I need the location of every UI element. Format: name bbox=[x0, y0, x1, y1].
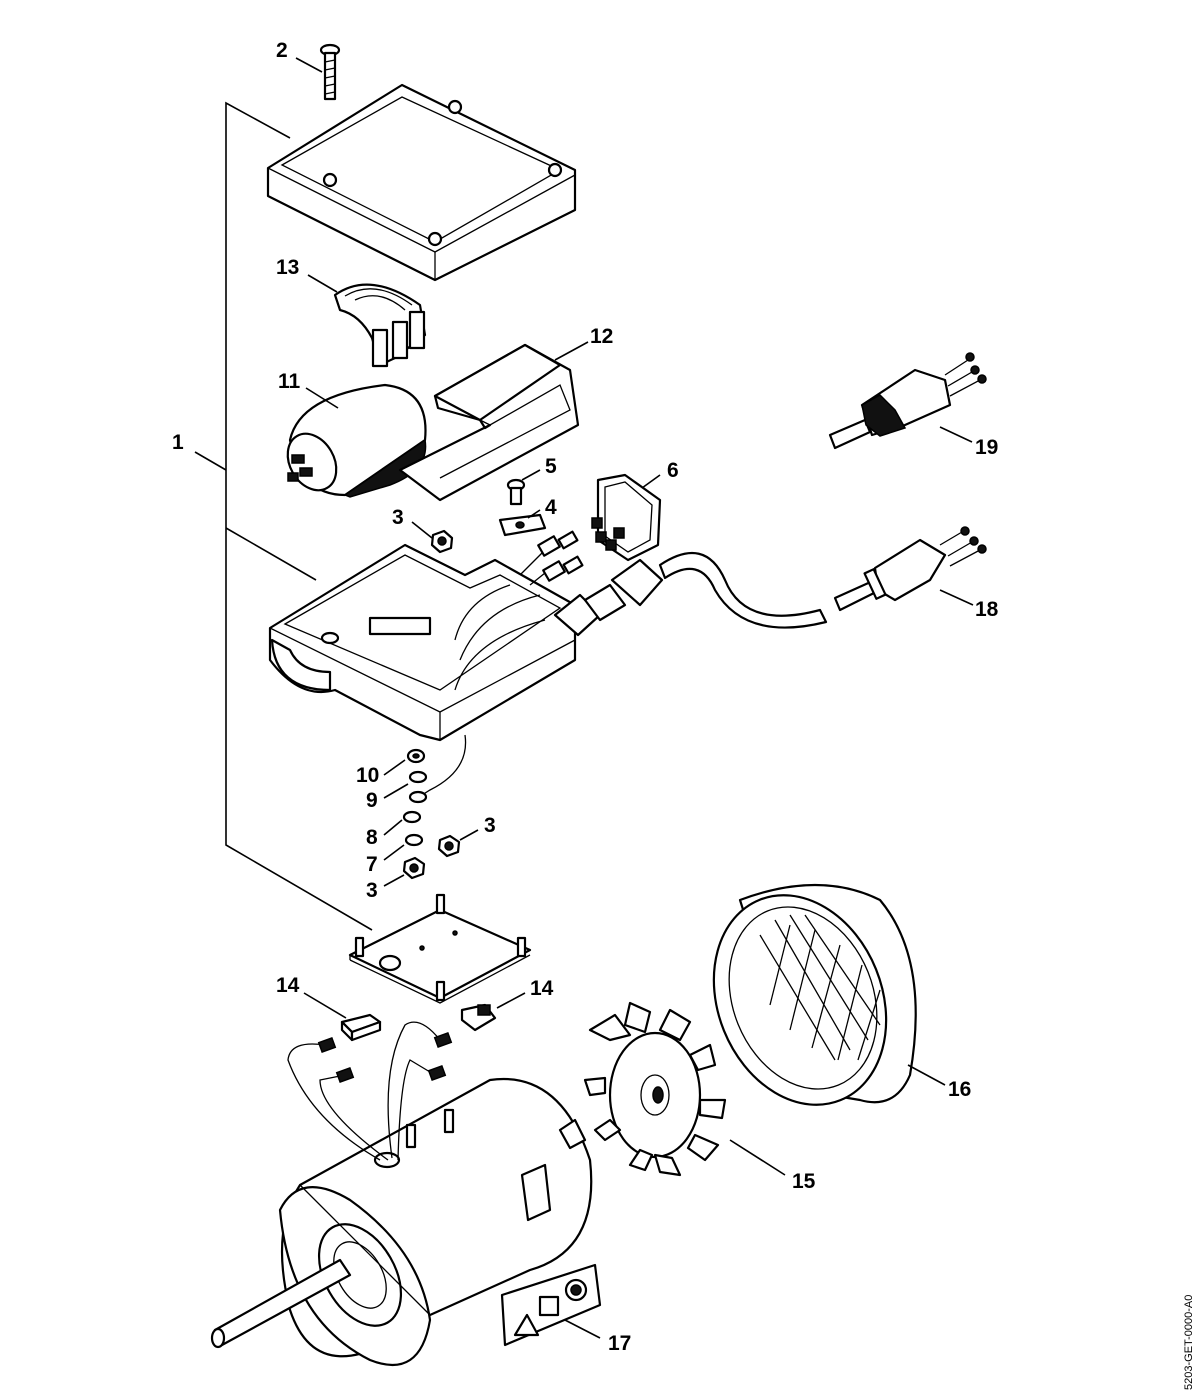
callout-19: 19 bbox=[975, 436, 998, 459]
part-ring-terminal bbox=[408, 790, 428, 804]
callout-3-top: 3 bbox=[392, 506, 404, 529]
motor-leads bbox=[287, 1021, 453, 1161]
callout-2: 2 bbox=[276, 39, 288, 62]
part-washer-7 bbox=[404, 833, 424, 847]
callout-13: 13 bbox=[276, 256, 299, 279]
callout-8: 8 bbox=[366, 826, 378, 849]
part-clamp-4 bbox=[498, 513, 547, 537]
part-connector-14-right bbox=[460, 1003, 497, 1032]
part-washer-8 bbox=[402, 810, 422, 824]
leader-lines bbox=[194, 57, 974, 1339]
part-power-cord-18 bbox=[658, 526, 987, 629]
callout-4: 4 bbox=[545, 496, 557, 519]
part-screw-2 bbox=[319, 43, 341, 101]
part-nut-10 bbox=[406, 748, 426, 764]
part-cover-lid bbox=[266, 83, 577, 282]
callout-5: 5 bbox=[545, 455, 557, 478]
callout-6: 6 bbox=[667, 459, 679, 482]
part-nut-3-top bbox=[430, 529, 454, 554]
callout-14-left: 14 bbox=[276, 974, 300, 997]
part-screw-5 bbox=[506, 478, 526, 506]
callout-9: 9 bbox=[366, 789, 378, 812]
part-clamp-13 bbox=[333, 283, 427, 368]
fan-cover-grille bbox=[759, 914, 881, 1061]
part-sleeve-12 bbox=[398, 343, 580, 502]
part-nut-3-right bbox=[437, 834, 461, 858]
part-fan-cover-16 bbox=[712, 883, 917, 1106]
callout-7: 7 bbox=[366, 853, 378, 876]
callout-17: 17 bbox=[608, 1332, 631, 1355]
callout-12: 12 bbox=[590, 325, 613, 348]
part-nut-3-bottom bbox=[402, 856, 426, 880]
assembly-bracket bbox=[225, 101, 373, 931]
part-capacitor-11 bbox=[286, 383, 427, 498]
part-washer-9 bbox=[408, 770, 428, 784]
drawing-code: 5203-GET-0000-A0 bbox=[1183, 1295, 1195, 1390]
callout-14-right: 14 bbox=[530, 977, 554, 1000]
callout-10: 10 bbox=[356, 764, 379, 787]
callout-1: 1 bbox=[172, 431, 184, 454]
part-housing-1 bbox=[268, 530, 664, 796]
callout-3-bottom: 3 bbox=[366, 879, 378, 902]
callout-3-right: 3 bbox=[484, 814, 496, 837]
part-connector-14-left bbox=[340, 1013, 382, 1042]
part-plug-19 bbox=[828, 352, 987, 450]
callouts: 2 13 12 11 1 19 5 6 4 3 18 10 9 3 8 7 3 … bbox=[172, 39, 999, 1355]
part-fan-15 bbox=[583, 1001, 727, 1177]
part-switch-6 bbox=[591, 473, 662, 562]
callout-18: 18 bbox=[975, 598, 999, 621]
part-motor-17 bbox=[210, 1077, 602, 1367]
callout-15: 15 bbox=[792, 1170, 816, 1193]
callout-16: 16 bbox=[948, 1078, 971, 1101]
callout-11: 11 bbox=[278, 370, 301, 393]
part-mounting-plate bbox=[348, 893, 532, 1004]
